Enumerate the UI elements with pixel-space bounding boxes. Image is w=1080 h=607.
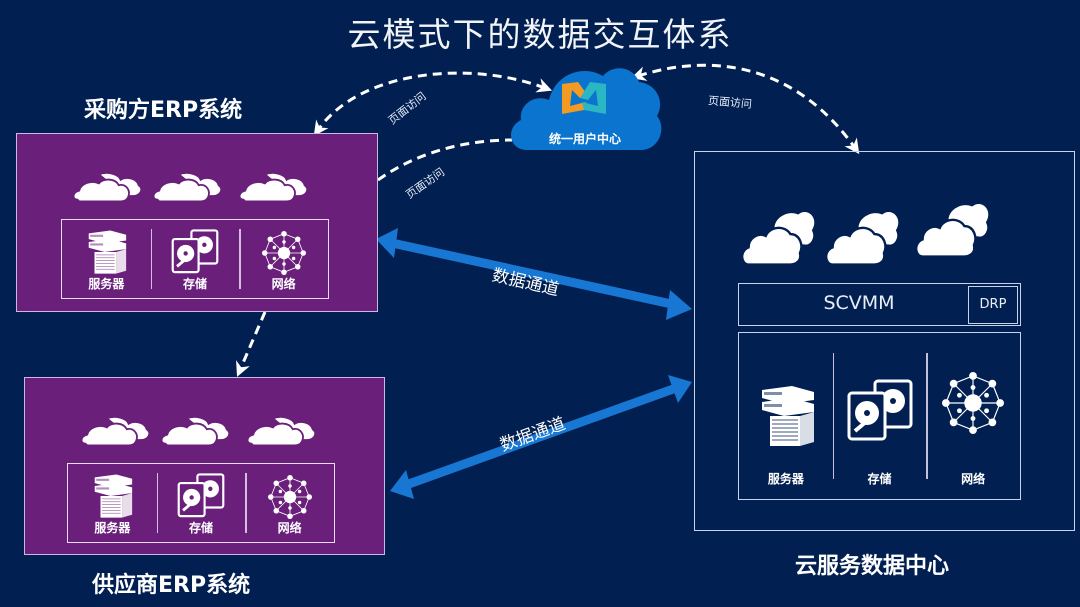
resource-server[interactable]: 服务器 bbox=[68, 464, 157, 542]
cloud-icon bbox=[72, 170, 144, 204]
resource-label: 存储 bbox=[189, 521, 214, 535]
page-access-arc-datacenter bbox=[630, 63, 860, 155]
page-access-arc-purchaser bbox=[313, 71, 553, 137]
scvmm-bar[interactable]: SCVMM DRP bbox=[738, 283, 1021, 326]
data-center-clouds bbox=[741, 202, 991, 270]
resource-label: 网络 bbox=[277, 521, 302, 535]
user-center-label: 统一用户中心 bbox=[548, 132, 621, 146]
storage-icon bbox=[845, 360, 915, 450]
resource-label: 网络 bbox=[961, 472, 986, 486]
purchaser-resources: 服务器 存储 网络 bbox=[61, 219, 329, 299]
cloud-icon bbox=[152, 170, 224, 204]
purchaser-clouds bbox=[72, 170, 310, 204]
supplier-erp-box[interactable]: 服务器 存储 网络 bbox=[24, 377, 385, 555]
supplier-erp-label: 供应商ERP系统 bbox=[92, 573, 251, 598]
cloud-icon bbox=[80, 414, 152, 448]
purchaser-erp-label: 采购方ERP系统 bbox=[84, 98, 243, 123]
resource-server[interactable]: 服务器 bbox=[62, 220, 151, 298]
resource-label: 服务器 bbox=[88, 277, 125, 291]
resource-storage[interactable]: 存储 bbox=[156, 464, 246, 542]
resource-network[interactable]: 网络 bbox=[245, 464, 334, 542]
purchaser-erp-box[interactable]: 服务器 存储 网络 bbox=[16, 133, 378, 312]
resource-label: 服务器 bbox=[767, 472, 804, 486]
resource-network[interactable]: 网络 bbox=[239, 220, 328, 298]
cloud-icon bbox=[741, 202, 817, 270]
resource-storage[interactable]: 存储 bbox=[832, 333, 927, 499]
drp-label: DRP bbox=[979, 297, 1007, 312]
cloud-icon bbox=[915, 194, 991, 262]
network-icon bbox=[942, 366, 1004, 440]
supplier-resources: 服务器 存储 网络 bbox=[67, 463, 335, 543]
page-access-line-supplier bbox=[236, 311, 267, 377]
cloud-icon bbox=[160, 414, 232, 448]
server-icon bbox=[90, 473, 134, 519]
resource-storage[interactable]: 存储 bbox=[150, 220, 240, 298]
data-center-label: 云服务数据中心 bbox=[795, 554, 950, 579]
data-channel-arrow-2 bbox=[390, 375, 692, 499]
server-icon bbox=[84, 229, 128, 275]
page-access-line-purchaser-2 bbox=[377, 138, 513, 182]
supplier-clouds bbox=[80, 414, 318, 448]
cloud-icon bbox=[238, 170, 310, 204]
server-icon bbox=[756, 356, 816, 456]
data-center-box[interactable]: SCVMM DRP 服务器 存储 网络 bbox=[694, 151, 1075, 531]
storage-icon bbox=[166, 229, 224, 275]
drp-box[interactable]: DRP bbox=[968, 286, 1018, 324]
resource-label: 存储 bbox=[867, 472, 892, 486]
resource-label: 服务器 bbox=[94, 521, 131, 535]
network-icon bbox=[262, 475, 318, 519]
user-center-logo-icon bbox=[562, 82, 606, 114]
network-icon bbox=[256, 231, 312, 275]
cloud-icon bbox=[246, 414, 318, 448]
resource-server[interactable]: 服务器 bbox=[739, 333, 833, 499]
cloud-icon bbox=[825, 202, 901, 270]
data-channel-arrow-1 bbox=[376, 228, 692, 320]
resource-network[interactable]: 网络 bbox=[926, 333, 1020, 499]
user-center-cloud[interactable]: 统一用户中心 bbox=[505, 58, 665, 154]
scvmm-label: SCVMM bbox=[823, 292, 895, 314]
data-center-resources: 服务器 存储 网络 bbox=[738, 332, 1021, 500]
page-title: 云模式下的数据交互体系 bbox=[347, 15, 733, 54]
resource-label: 存储 bbox=[183, 277, 208, 291]
resource-label: 网络 bbox=[271, 277, 296, 291]
storage-icon bbox=[172, 473, 230, 519]
